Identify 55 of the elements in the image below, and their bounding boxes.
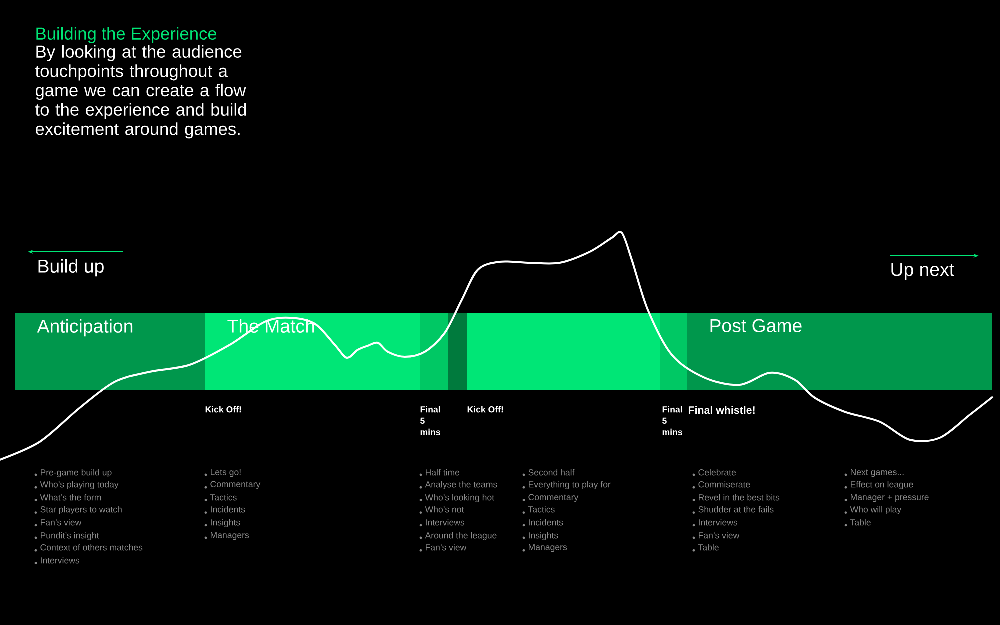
list-item: Insights [211,519,240,528]
list-item: Managers [529,544,568,552]
list-item: Effect on league [851,481,914,490]
list-item: Who’s looking hot [425,494,494,502]
list-item: Table [698,544,719,551]
section-label: Up next [892,263,954,280]
list-item: Next games... [851,469,904,478]
list-item: Everything to play for [529,481,611,490]
list-item: Around the league [425,532,497,540]
event-marker: Kick Off! [468,406,504,413]
event-marker: Final 5 mins [662,406,682,436]
event-marker: Final whistle! [688,406,755,414]
list-item: Revel in the best bits [699,494,780,501]
list-item: Fan’s view [699,532,740,539]
timeline-segment [420,313,448,390]
title: Building the Experience [36,27,217,44]
list-item: Analyse the teams [425,481,498,490]
list-item: Interviews [699,519,738,526]
list-item: Star players to watch [40,506,122,514]
list-item: Interviews [41,557,80,564]
list-item: Table [850,519,871,526]
list-item: Who will play [850,506,902,514]
event-marker: Kick Off! [206,406,242,413]
list-item: Managers [211,532,250,540]
list-item: Tactics [210,494,237,501]
list-item: Half time [426,469,460,476]
list-item: Second half [528,469,575,476]
list-item: Tactics [528,506,555,513]
list-item: Fan’s view [41,519,82,526]
list-item: Interviews [426,519,465,526]
event-marker: Final 5 mins [420,406,440,436]
timeline-segment [467,313,660,390]
list-item: Who’s playing today [40,481,119,490]
list-item: Context of others matches [40,544,143,551]
list-item: Commentary [528,494,579,502]
list-item: What’s the form [40,494,102,501]
list-item: Commiserate [698,481,750,488]
timeline-segment [448,313,468,390]
list-item: Shudder at the fails [698,506,774,513]
list-item: Lets go! [211,469,241,478]
list-item: Manager + pressure [851,494,929,502]
list-item: Who’s not [425,506,464,513]
description-text: By looking at the audience touchpoints throughout a game we can create a flow to the experience and build excitement around games. [36,45,246,139]
list-item: Insights [529,532,558,540]
list-item: Commentary [210,481,261,490]
list-item: Fan’s view [426,544,467,551]
list-item: Celebrate [698,469,736,476]
timeline-segment [660,313,688,390]
phase-band: Anticipation [15,313,206,390]
list-item: Pre-game build up [41,469,112,478]
list-item: Incidents [211,506,246,513]
list-item: Pundit’s insight [41,532,100,540]
phase-band: Post Game [687,313,992,390]
list-item: Incidents [529,519,564,526]
section-label: Build up [38,259,104,277]
